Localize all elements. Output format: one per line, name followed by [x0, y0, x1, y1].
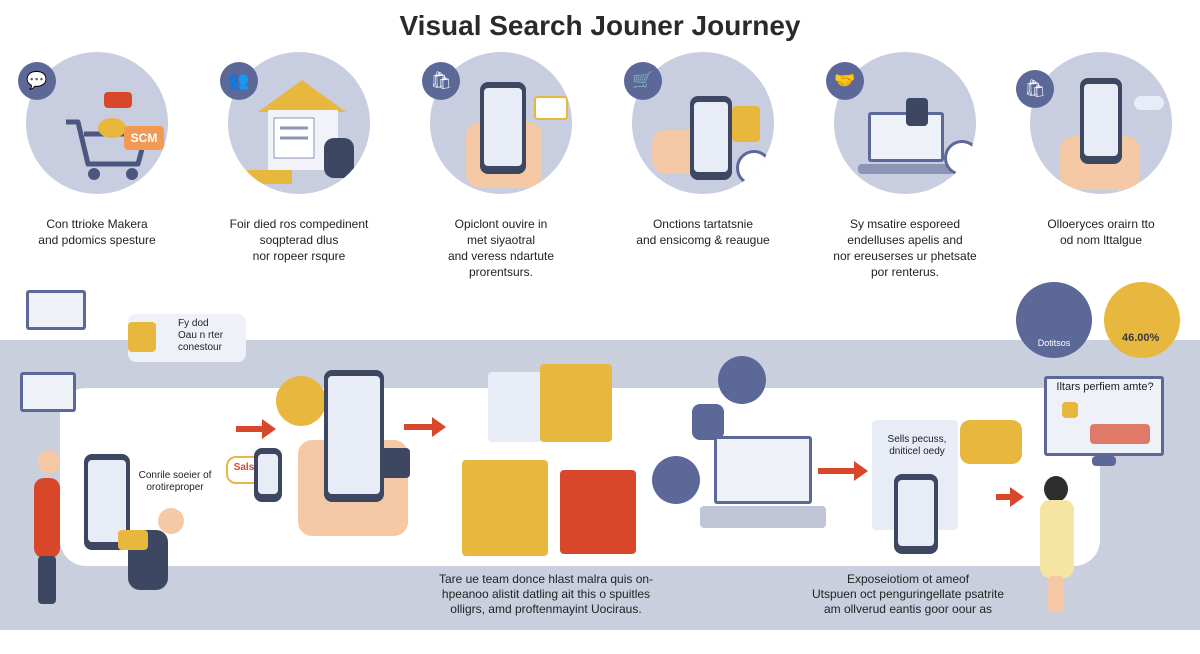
step-2-label-text: Foir died ros compedinent soqpterad dlus… [229, 217, 369, 263]
chart-circle [1016, 282, 1092, 358]
profile-badge [736, 150, 772, 186]
phone [1080, 78, 1122, 164]
calendar-monitor [20, 372, 76, 412]
step-6-label: Olloeryces orairn tto od nom lttalgue [994, 216, 1200, 248]
people-icon: 👥 [220, 62, 258, 100]
node-bubble [652, 456, 700, 504]
person-left-legs [38, 556, 56, 604]
target-badge [944, 140, 976, 176]
center-tag [380, 448, 410, 478]
center-laptop-base [700, 506, 826, 528]
phone [690, 96, 732, 180]
step-6-label-text: Olloeryces orairn tto od nom lttalgue [1047, 217, 1155, 247]
clipboard-badge [692, 404, 724, 440]
product-grid-card [540, 364, 612, 442]
step-4-label-text: Onctions tartatsnie and ensicomg & reaug… [636, 217, 770, 247]
chart-monitor [26, 290, 86, 330]
step-1-label: Con ttrioke Makera and pdomics spesture [0, 216, 204, 248]
person-left [34, 478, 60, 558]
bottom-right-text: Exposeiotiom ot ameof Utspuen oct pengur… [811, 572, 1005, 616]
chart-bars [1090, 424, 1150, 444]
phone [480, 82, 526, 174]
handshake-icon: 🤝 [826, 62, 864, 100]
cart-card [488, 372, 544, 442]
network-circle [1104, 282, 1180, 358]
scm-sticker: SCM [124, 126, 164, 150]
flow-arrow-4 [996, 487, 1024, 507]
center-laptop [714, 436, 812, 504]
step-6-illustration [1030, 52, 1172, 194]
laptop-base [858, 164, 954, 174]
card [906, 98, 928, 126]
right-circle-label: Dotitsos [1037, 338, 1071, 348]
laptop-note: Sells pecuss, dniticel oedy [887, 434, 947, 457]
bag-icon: 🛍 [1016, 70, 1054, 108]
sale-tag: Sals [233, 462, 255, 473]
mail-bubble [960, 420, 1022, 464]
monitor-stand [1092, 456, 1116, 466]
step-3-label-text: Opiclont ouvire in met siyaotral and ver… [447, 217, 555, 279]
step-5-label-text: Sy msatire esporeed endelluses apelis an… [833, 217, 977, 279]
tablet [118, 530, 148, 550]
step-5-label: Sy msatire esporeed endelluses apelis an… [798, 216, 1012, 280]
right-phone [894, 474, 938, 554]
page-title: Visual Search Jouner Journey [399, 10, 801, 41]
small-phone [254, 448, 282, 502]
flow-arrow-3 [818, 461, 868, 481]
cloud [1134, 96, 1164, 110]
woman-legs [1048, 576, 1064, 612]
step-3-illustration [430, 52, 572, 194]
bottom-center-text: Tare ue team donce hlast malra quis on- … [438, 572, 654, 616]
right-pct: 46.00% [1122, 332, 1160, 344]
step-2-label: Foir died ros compedinent soqpterad dlus… [192, 216, 406, 264]
folder-card [462, 460, 548, 556]
chat-icon: 💬 [18, 62, 56, 100]
center-phone [324, 370, 384, 502]
note-top-left: Fy dod Oau n rter conestour [178, 318, 224, 353]
flow-arrow-2 [404, 417, 446, 437]
woman-head [1044, 476, 1068, 502]
shopping-bag-icon: 🛍 [422, 62, 460, 100]
step-3-label: Opiclont ouvire in met siyaotral and ver… [394, 216, 608, 280]
step-1-label-text: Con ttrioke Makera and pdomics spesture [38, 217, 156, 247]
down-arrow-box [128, 322, 156, 352]
key-bubble [718, 356, 766, 404]
right-chart-title: Iltars perfiem amte? [1056, 381, 1154, 393]
flow-arrow-1 [236, 419, 276, 439]
chat-bubble [534, 96, 568, 120]
house-documents-icon [242, 80, 354, 184]
left-callout: Conrile soeier of orotireproper [138, 470, 212, 493]
product-card [732, 106, 760, 142]
search-bubble [276, 376, 326, 426]
person-left-head [38, 450, 60, 474]
person-right-head [158, 508, 184, 534]
step-4-label: Onctions tartatsnie and ensicomg & reaug… [596, 216, 810, 248]
step-1-illustration: SCM [26, 52, 168, 194]
shopping-bag-card [560, 470, 636, 554]
lock-icon [1062, 402, 1078, 418]
cart-icon: 🛒 [624, 62, 662, 100]
woman-body [1040, 500, 1074, 578]
